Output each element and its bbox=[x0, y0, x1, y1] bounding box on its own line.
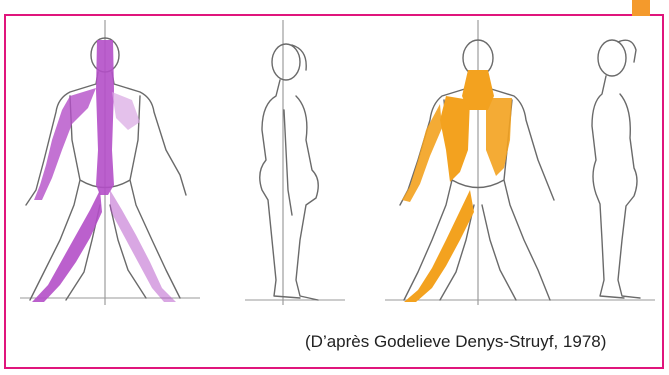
figure-side-right bbox=[570, 40, 655, 300]
figure-side-left bbox=[245, 20, 345, 305]
spine-chain bbox=[96, 40, 114, 195]
figure-back-purple bbox=[20, 20, 200, 305]
left-leg-chain bbox=[32, 190, 102, 302]
head bbox=[598, 40, 626, 76]
body-outline bbox=[260, 45, 319, 300]
chest-chain bbox=[440, 96, 470, 182]
shoulder-chain bbox=[112, 92, 140, 130]
arm-chain bbox=[402, 104, 442, 202]
figure-caption: (D’après Godelieve Denys-Struyf, 1978) bbox=[305, 332, 606, 352]
figure-front-orange bbox=[385, 20, 575, 305]
body-outline bbox=[592, 40, 640, 298]
abdomen-chain bbox=[486, 98, 512, 176]
head bbox=[272, 44, 300, 80]
